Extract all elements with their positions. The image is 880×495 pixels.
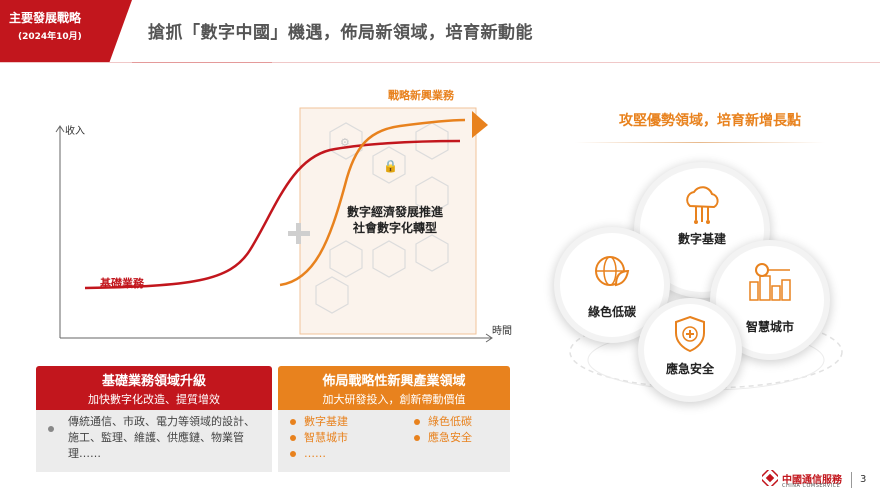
bullet-dot-icon: [48, 418, 62, 437]
strategic-business-curve: [279, 118, 466, 287]
strategic-panel-subtitle: 加大研發投入，創新帶動價值: [322, 393, 466, 406]
base-upgrade-text: 傳統通信、市政、電力等領域的設計、施工、監理、維護、供應鏈、物業管理……: [68, 415, 255, 460]
advantage-title-underline: [575, 142, 825, 143]
strategic-business-label: 戰略新興業務: [388, 89, 454, 102]
circle-green-low-carbon: 綠色低碳: [560, 233, 664, 337]
company-logo-icon: [762, 470, 778, 486]
globe-leaf-icon: [595, 256, 630, 287]
strategic-panel-body: 數字基建 綠色低碳 智慧城市 應急安全 ……: [278, 410, 510, 472]
shield-plus-icon: [675, 315, 705, 353]
strategic-item-label: 綠色低碳: [428, 415, 472, 428]
circle-emergency-safety: 應急安全: [644, 304, 736, 396]
base-business-label: 基礎業務: [100, 277, 144, 290]
section-date: (2024年10月): [18, 32, 82, 42]
strategic-item-label: 智慧城市: [304, 431, 348, 444]
x-axis-label: 時間: [492, 326, 512, 337]
strategic-item: 智慧城市: [290, 430, 348, 446]
circle-label: 智慧城市: [745, 320, 794, 334]
header-section-banner: [0, 0, 132, 62]
strategic-item: ……: [290, 446, 326, 462]
base-upgrade-panel-header: 基礎業務領域升級 加快數字化改造、提質增效: [36, 366, 272, 410]
circle-label: 數字基建: [677, 232, 726, 246]
chart-axes: [55, 125, 493, 343]
strategic-item: 數字基建: [290, 414, 348, 430]
base-upgrade-panel-body: 傳統通信、市政、電力等領域的設計、施工、監理、維護、供應鏈、物業管理……: [36, 410, 272, 472]
center-caption-line2: 社會數字化轉型: [352, 221, 437, 235]
center-caption-line1: 數字經濟發展推進: [346, 205, 443, 219]
plus-icon: [288, 223, 310, 244]
y-axis-label: 收入: [65, 126, 85, 137]
page-title: 搶抓「數字中國」機遇，佈局新領域，培育新動能: [148, 23, 533, 43]
strategic-item: 綠色低碳: [414, 414, 472, 430]
strategic-item-label: 應急安全: [428, 431, 472, 444]
strategic-panel-title: 佈局戰略性新興產業領域: [322, 374, 466, 389]
header-divider: [0, 62, 880, 63]
strategic-item-label: ……: [304, 447, 326, 460]
header-accent-line: [132, 62, 272, 63]
cloud-network-icon: [686, 186, 719, 224]
base-business-curve: [84, 139, 461, 290]
strategic-item: 應急安全: [414, 430, 472, 446]
base-upgrade-subtitle: 加快數字化改造、提質增效: [88, 393, 220, 406]
circle-label: 應急安全: [665, 362, 714, 376]
growth-arrowhead: [472, 111, 488, 138]
strategic-panel-header: 佈局戰略性新興產業領域 加大研發投入，創新帶動價值: [278, 366, 510, 410]
strategic-item-label: 數字基建: [304, 415, 348, 428]
gear-icon: ⚙: [340, 136, 350, 149]
footer-divider: [851, 472, 852, 488]
center-caption: 數字經濟發展推進 社會數字化轉型: [330, 204, 460, 236]
section-title: 主要發展戰略: [9, 11, 82, 25]
growth-curve-diagram: ⚙ 🔒: [55, 107, 493, 343]
base-upgrade-title: 基礎業務領域升級: [101, 374, 206, 389]
advantage-title: 攻堅優勢領域，培育新增長點: [619, 113, 801, 129]
strategic-zone-box: [299, 107, 477, 335]
company-logo-subtext: CHINA COMSERVICE: [782, 483, 841, 489]
company-logo-text: 中國通信服務: [782, 475, 842, 486]
page-number: 3: [860, 474, 867, 485]
circle-label: 綠色低碳: [587, 305, 636, 319]
lock-icon: 🔒: [383, 159, 398, 173]
city-buildings-icon: [749, 263, 791, 301]
